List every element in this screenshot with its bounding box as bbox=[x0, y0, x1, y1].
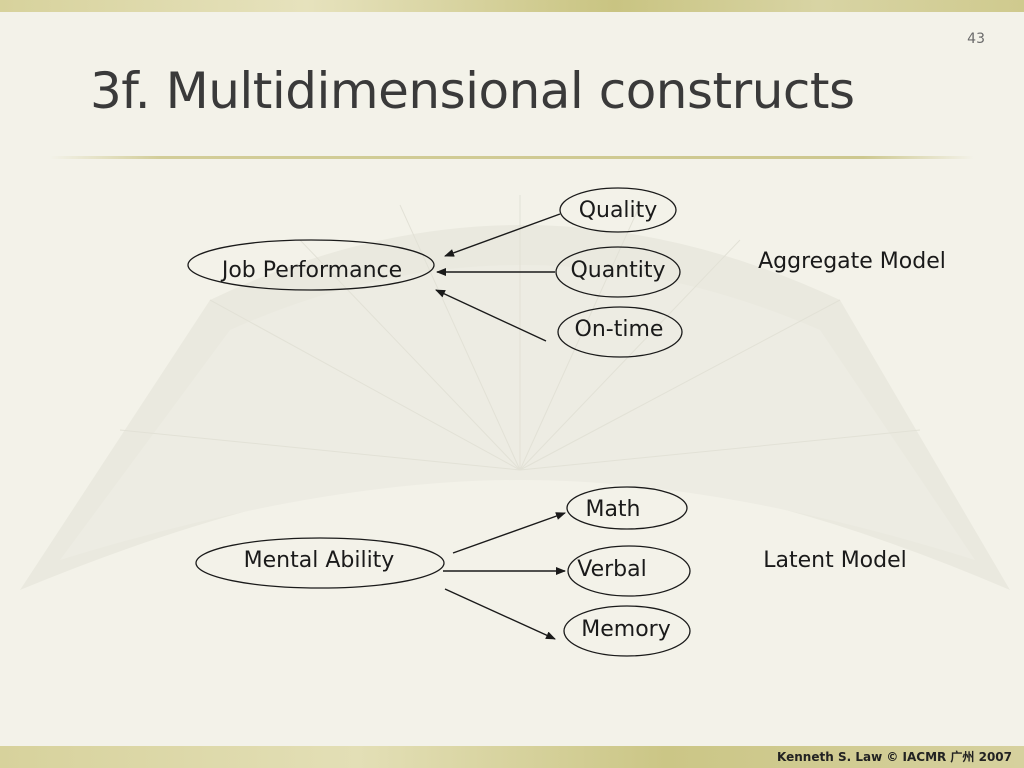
bottom-decorative-band bbox=[0, 746, 1024, 768]
fan-watermark bbox=[20, 195, 1010, 590]
slide-number: 43 bbox=[967, 31, 985, 47]
quality-node bbox=[559, 187, 677, 233]
on-time-to-job-performance-arrow bbox=[435, 289, 547, 342]
title-divider bbox=[50, 156, 974, 159]
mental-ability-label: Mental Ability bbox=[244, 548, 395, 573]
math-node bbox=[566, 486, 688, 530]
math-label: Math bbox=[585, 497, 640, 522]
quantity-label: Quantity bbox=[570, 258, 665, 283]
quantity-node bbox=[555, 246, 681, 298]
footer-credit: Kenneth S. Law © IACMR 广州 2007 bbox=[777, 750, 1012, 764]
verbal-label: Verbal bbox=[577, 557, 646, 582]
latent-model-label: Latent Model bbox=[763, 548, 907, 573]
aggregate-model-label: Aggregate Model bbox=[758, 249, 946, 274]
mental-ability-to-memory-arrow bbox=[444, 588, 556, 640]
latent-model-diagram: Mental Ability Math Verbal Memory Latent… bbox=[195, 486, 907, 657]
aggregate-model-diagram: Job Performance Quality Quantity On-time… bbox=[187, 187, 946, 358]
slide-title: 3f. Multidimensional constructs bbox=[90, 62, 855, 120]
on-time-node bbox=[557, 306, 683, 358]
on-time-label: On-time bbox=[575, 317, 664, 342]
top-decorative-band bbox=[0, 0, 1024, 12]
quality-to-job-performance-arrow bbox=[444, 213, 561, 257]
mental-ability-node bbox=[195, 537, 445, 589]
mental-ability-to-math-arrow bbox=[452, 512, 566, 554]
quality-label: Quality bbox=[579, 198, 658, 223]
job-performance-node bbox=[187, 239, 435, 291]
verbal-node bbox=[567, 545, 691, 597]
job-performance-label: Job Performance bbox=[220, 258, 402, 283]
memory-node bbox=[563, 605, 691, 657]
memory-label: Memory bbox=[581, 617, 670, 642]
